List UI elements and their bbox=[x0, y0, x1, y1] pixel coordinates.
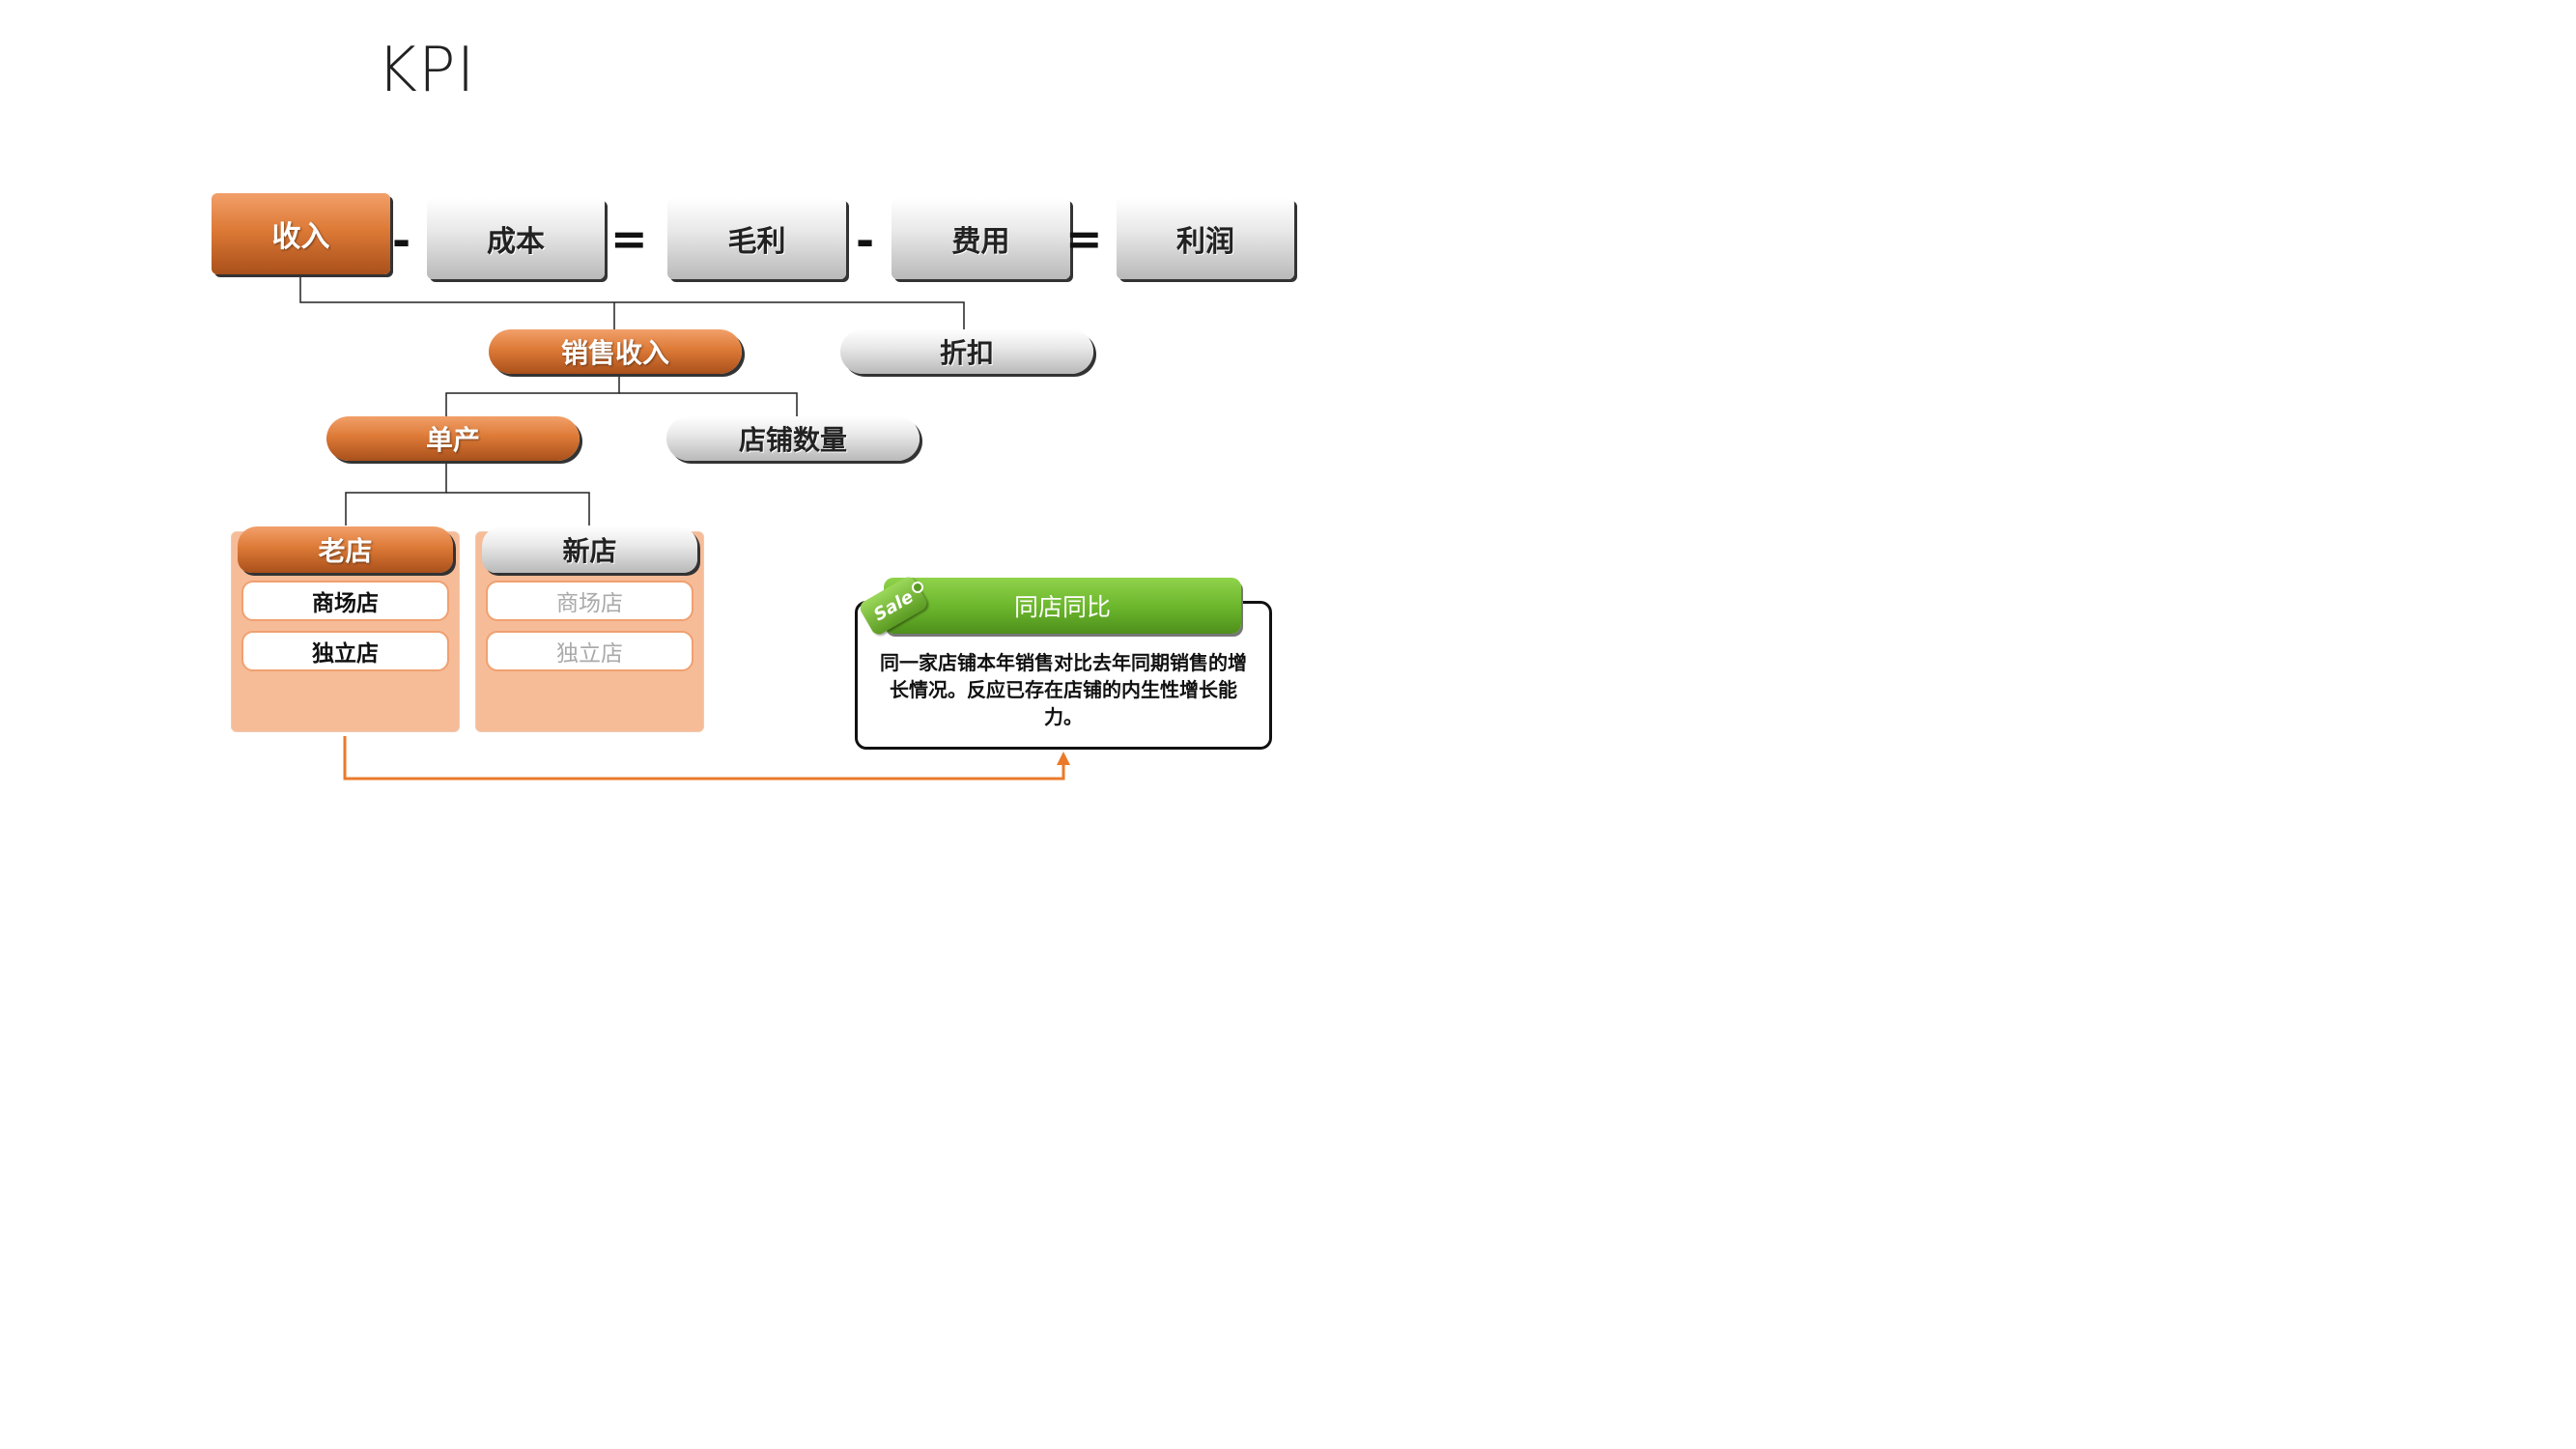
old-store-label: 老店 bbox=[318, 535, 373, 567]
cost-label: 成本 bbox=[487, 225, 545, 259]
connector-revenue bbox=[299, 276, 965, 329]
expense-box: 费用 bbox=[892, 198, 1070, 279]
equals-operator-1: = bbox=[610, 213, 648, 265]
old-store-header: 老店 bbox=[238, 526, 453, 573]
same-store-note-header: 同店同比 bbox=[884, 578, 1241, 634]
profit-box: 利润 bbox=[1117, 198, 1294, 279]
per-store-output-label: 单产 bbox=[425, 424, 480, 456]
new-store-label: 新店 bbox=[562, 535, 617, 567]
old-store-panel: 老店 商场店 独立店 bbox=[231, 526, 460, 732]
store-count-box: 店铺数量 bbox=[666, 416, 920, 461]
new-store-panel: 新店 商场店 独立店 bbox=[475, 526, 704, 732]
new-store-standalone-item: 独立店 bbox=[486, 631, 694, 671]
minus-operator-2: - bbox=[856, 214, 875, 267]
same-store-note-title: 同店同比 bbox=[1013, 593, 1111, 621]
old-store-mall-item: 商场店 bbox=[241, 581, 449, 621]
connector-store-count bbox=[619, 392, 798, 416]
revenue-label: 收入 bbox=[271, 220, 330, 254]
discount-label: 折扣 bbox=[939, 337, 994, 369]
cost-box: 成本 bbox=[427, 198, 605, 279]
new-store-mall-item: 商场店 bbox=[486, 581, 694, 621]
same-store-note-body: 同一家店铺本年销售对比去年同期销售的增长情况。反应已存在店铺的内生性增长能力。 bbox=[880, 651, 1247, 728]
arrow-line bbox=[343, 736, 1065, 781]
profit-label: 利润 bbox=[1176, 225, 1234, 259]
page-title: KPI bbox=[377, 35, 476, 106]
sales-revenue-label: 销售收入 bbox=[560, 337, 669, 369]
new-store-header: 新店 bbox=[482, 526, 697, 573]
minus-operator-1: - bbox=[392, 214, 411, 267]
gross-profit-label: 毛利 bbox=[727, 225, 786, 259]
connector-per-store bbox=[345, 462, 447, 526]
connector-sales-children bbox=[445, 376, 620, 416]
equals-operator-2: = bbox=[1065, 213, 1103, 265]
sales-revenue-box: 销售收入 bbox=[489, 329, 742, 374]
store-count-label: 店铺数量 bbox=[738, 424, 847, 456]
connector-new-store bbox=[446, 492, 590, 526]
old-store-standalone-item: 独立店 bbox=[241, 631, 449, 671]
arrow-head bbox=[1057, 752, 1070, 765]
per-store-output-box: 单产 bbox=[326, 416, 580, 461]
discount-box: 折扣 bbox=[840, 329, 1093, 374]
revenue-box: 收入 bbox=[212, 193, 390, 274]
connector-lines bbox=[299, 276, 1070, 781]
gross-profit-box: 毛利 bbox=[667, 198, 846, 279]
expense-label: 费用 bbox=[951, 225, 1010, 259]
sale-tag-hole-icon bbox=[912, 582, 923, 593]
